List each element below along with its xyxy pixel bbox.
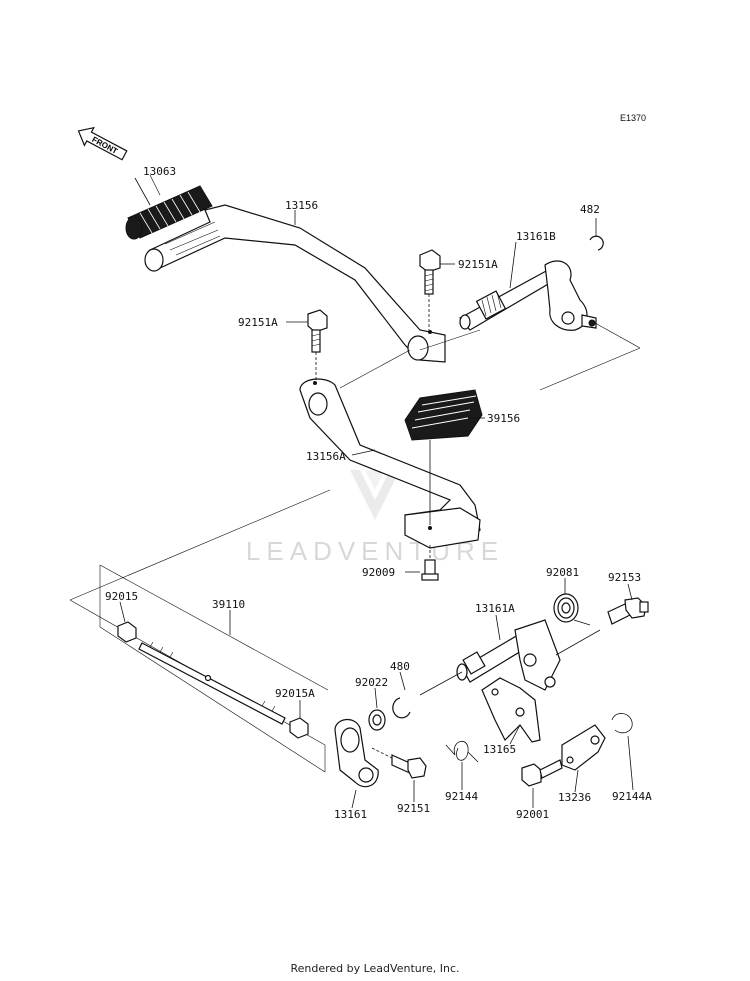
diagram-code: E1370 <box>620 113 646 123</box>
label-92009: 92009 <box>362 566 395 579</box>
label-13236: 13236 <box>558 791 591 804</box>
label-92144: 92144 <box>445 790 478 803</box>
label-92015a: 92015A <box>275 687 315 700</box>
label-92015: 92015 <box>105 590 138 603</box>
label-13165: 13165 <box>483 743 516 756</box>
watermark-logo <box>350 470 400 520</box>
plate-13165 <box>481 677 541 743</box>
pin-92153 <box>607 597 649 625</box>
front-arrow-icon: FRONT <box>77 126 128 161</box>
label-39110: 39110 <box>212 598 245 611</box>
label-13161: 13161 <box>334 808 367 821</box>
shaft-13161a <box>419 619 601 696</box>
label-13156: 13156 <box>285 199 318 212</box>
nut-92015a <box>289 717 309 739</box>
circlip-480 <box>392 697 411 719</box>
shift-lever-13161 <box>334 719 379 788</box>
label-92151: 92151 <box>397 802 430 815</box>
grip-rubber-13063 <box>125 185 213 240</box>
label-92081: 92081 <box>546 566 579 579</box>
brake-pedal-13156a <box>299 378 481 549</box>
label-13156a: 13156A <box>306 450 346 463</box>
footer-credit: Rendered by LeadVenture, Inc. <box>290 962 460 975</box>
shift-shaft-13161b <box>459 260 597 331</box>
label-92151a-top: 92151A <box>458 258 498 271</box>
label-92153: 92153 <box>608 571 641 584</box>
bolt-92001 <box>521 759 563 787</box>
label-39156: 39156 <box>487 412 520 425</box>
nut-92015 <box>117 621 137 643</box>
label-92001: 92001 <box>516 808 549 821</box>
circlip-482 <box>589 218 604 251</box>
label-13161a: 13161A <box>475 602 515 615</box>
stopper-13236 <box>561 724 606 771</box>
bolt-92151a-top <box>419 249 441 330</box>
clip-92144a <box>611 713 633 734</box>
label-480: 480 <box>390 660 410 673</box>
spring-92144 <box>445 741 479 763</box>
shift-pedal-13156 <box>144 204 446 363</box>
label-13063: 13063 <box>143 165 176 178</box>
label-13161b: 13161B <box>516 230 556 243</box>
pedal-pad-39156 <box>404 389 483 525</box>
label-482: 482 <box>580 203 600 216</box>
label-92144a: 92144A <box>612 790 652 803</box>
bolt-92151a-left <box>307 309 328 380</box>
spring-92081 <box>553 593 591 626</box>
bolt-92151 <box>371 747 427 779</box>
leader-lines <box>119 177 634 809</box>
tie-rod-39110 <box>138 641 286 725</box>
label-92022: 92022 <box>355 676 388 689</box>
bolt-92009 <box>421 545 439 581</box>
label-92151a-left: 92151A <box>238 316 278 329</box>
